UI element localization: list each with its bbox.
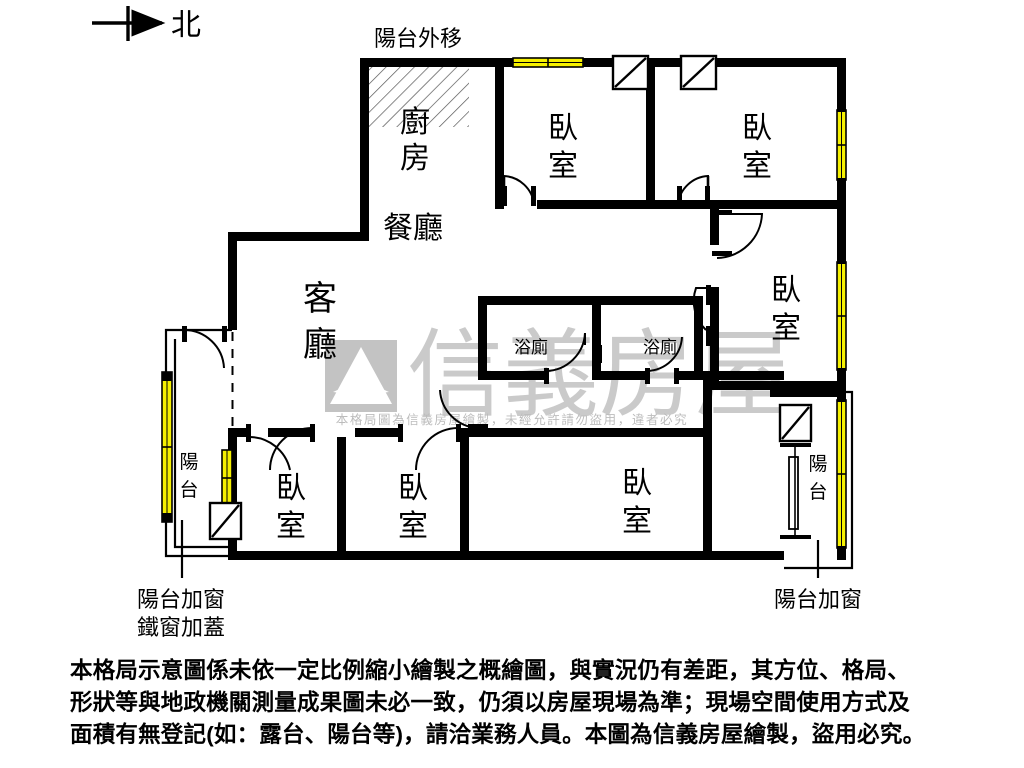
room-label-living-2: 廳 [303,326,337,364]
room-label-bedroom-3b: 室 [771,312,801,345]
window-right-middle [836,261,847,371]
annotation-balcony-relocated: 陽台外移 [374,26,462,51]
disclaimer-line-1: 本格局示意圖係未依一定比例縮小繪製之概繪圖，與實況仍有差距，其方位、格局、 [70,658,910,683]
window-left-small [221,449,233,507]
ac-unit-top-2 [679,54,718,91]
room-label-kitchen-2: 房 [400,142,430,175]
room-label-bathroom-1: 浴廁 [514,337,548,357]
room-label-bedroom-5b: 室 [398,510,428,543]
door-balcony-left [182,326,227,369]
disclaimer-line-2: 形狀等與地政機關測量成果圖未必一致，仍須以房屋現場為準；現場空間使用方式及 [70,690,910,715]
room-label-balcony-right-b: 台 [808,481,827,503]
room-label-balcony-left-b: 台 [179,479,198,501]
kitchen-hatch-area [365,65,469,127]
annotations: 陽台外移 陽台加窗 鐵窗加蓋 陽台加窗 [137,26,862,640]
ac-unit-right-balcony [778,403,813,443]
door-bathroom-2 [645,336,683,384]
room-label-bedroom-5: 臥 [398,472,428,505]
door-bedroom-4 [246,424,315,471]
door-bedroom-5 [398,424,461,471]
window-right-upper [836,109,847,181]
door-bathroom-1 [544,332,602,384]
room-label-bedroom-4: 臥 [276,472,306,505]
room-labels: 廚 房 餐廳 客 廳 臥 室 臥 室 臥 室 臥 室 臥 室 臥 室 浴廁 浴廁… [179,106,827,543]
room-label-balcony-right: 陽 [808,453,827,475]
disclaimer-block: 本格局示意圖係未依一定比例縮小繪製之概繪圖，與實況仍有差距，其方位、格局、 形狀… [70,655,960,751]
ac-units [208,54,813,541]
doors [182,174,764,471]
watermark-notice: 本格局圖為信義房屋繪製，未經允許請勿盜用，違者必究 [336,412,689,427]
annotation-balcony-window-right: 陽台加窗 [774,587,862,612]
room-label-bedroom-2b: 室 [742,150,772,183]
annotation-balcony-window-left: 陽台加窗 [137,587,225,612]
north-label: 北 [171,9,201,42]
door-bedroom-2 [677,174,710,206]
room-label-dining: 餐廳 [383,212,443,245]
window-left-balcony [161,371,173,523]
door-bedroom-3 [692,285,711,346]
disclaimer-line-3: 面積有無登記(如：露台、陽台等)，請洽業務人員。本圖為信義房屋繪製，盜用必究。 [70,722,926,747]
room-label-living: 客 [303,280,337,318]
room-label-bedroom-2: 臥 [742,112,772,145]
room-label-bedroom-3: 臥 [771,274,801,307]
room-label-kitchen: 廚 [400,106,430,139]
room-label-bedroom-1: 臥 [548,112,578,145]
door-hall-lower [439,389,488,429]
ac-unit-top-1 [611,54,650,91]
right-balcony-rail [780,443,811,539]
room-label-balcony-left: 陽 [179,451,198,473]
room-label-bedroom-1b: 室 [548,150,578,183]
windows [161,57,847,552]
door-bedroom-1 [502,174,536,206]
door-corridor [712,210,764,259]
room-label-bedroom-4b: 室 [276,510,306,543]
room-label-bathroom-2: 浴廁 [643,337,677,357]
room-label-bedroom-6: 臥 [622,467,652,500]
annotation-iron-window-cover: 鐵窗加蓋 [137,615,225,640]
annotation-leaders [180,520,820,578]
north-arrow-icon [92,6,166,41]
room-label-bedroom-6b: 室 [622,505,652,538]
window-right-balcony [836,399,847,549]
window-top-horizontal [512,57,584,68]
ac-unit-left-balcony [208,501,243,541]
